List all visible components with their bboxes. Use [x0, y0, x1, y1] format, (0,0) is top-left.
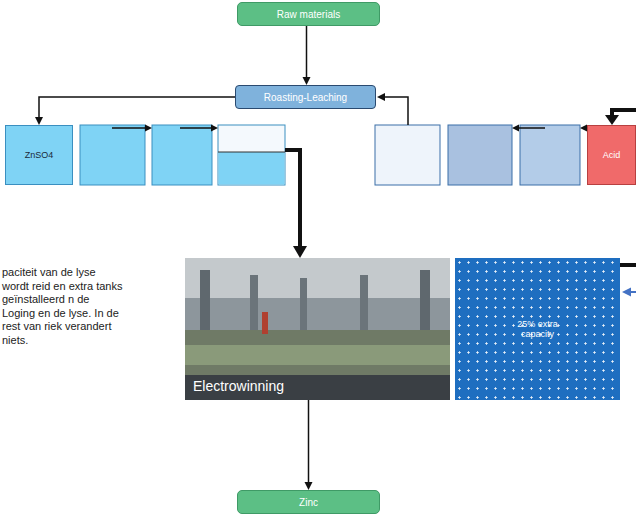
- input-box: Raw materials: [237, 2, 380, 26]
- tank: [375, 125, 440, 185]
- connector-line: [306, 26, 308, 77]
- output-box: Zinc: [237, 490, 380, 514]
- connector: [305, 400, 313, 490]
- arrow-head: [303, 77, 311, 85]
- tank: [152, 125, 212, 185]
- photo-ceiling: [185, 258, 450, 298]
- arrow-head: [293, 246, 307, 258]
- arrow-head: [512, 125, 519, 132]
- arrow-head: [622, 288, 631, 297]
- node-label: Zinc: [299, 497, 318, 508]
- arrow-head: [211, 125, 218, 132]
- node-label: 25% extra capacity: [503, 319, 573, 339]
- photo: [185, 258, 450, 400]
- node-label: Raw materials: [277, 9, 340, 20]
- flow-line: [180, 127, 214, 129]
- node-label: Roasting-Leaching: [264, 92, 347, 103]
- flow-line: [516, 127, 545, 129]
- photo-cells: [185, 330, 450, 375]
- photo-floor: [185, 375, 450, 400]
- photo-worker: [262, 312, 268, 334]
- arrow-head: [305, 482, 313, 490]
- flow-line: [620, 263, 636, 267]
- connector: [303, 26, 311, 85]
- tank: [80, 125, 145, 185]
- tank-box: Acid: [587, 125, 636, 185]
- tank-box: ZnSO4: [5, 125, 73, 185]
- photo-box: Electrowinning: [185, 258, 450, 400]
- connector-line: [39, 97, 235, 117]
- connector-line: [308, 400, 310, 482]
- flow-line: [112, 127, 148, 129]
- note-text: paciteit van de lyse wordt reid en extra…: [2, 266, 124, 347]
- tank: [520, 125, 580, 185]
- process-box: Roasting-Leaching: [235, 85, 376, 109]
- flow-line: [382, 97, 408, 125]
- node-label: ZnSO4: [25, 150, 54, 160]
- flow-line: [285, 150, 300, 248]
- arrow-head: [580, 125, 587, 132]
- arrow-head: [377, 93, 385, 101]
- photo-cells: [185, 345, 450, 365]
- capacity-box: 25% extra capacity: [455, 258, 620, 400]
- arrow-head: [605, 115, 619, 125]
- tank-fill: [219, 152, 285, 185]
- node-label: Acid: [603, 150, 621, 160]
- node-label: Electrowinning: [193, 378, 284, 394]
- tank: [448, 125, 512, 185]
- connector: [35, 97, 235, 125]
- arrow-head: [35, 117, 43, 125]
- arrow-head: [145, 125, 152, 132]
- tank: [218, 125, 285, 185]
- tank-level: [218, 152, 285, 153]
